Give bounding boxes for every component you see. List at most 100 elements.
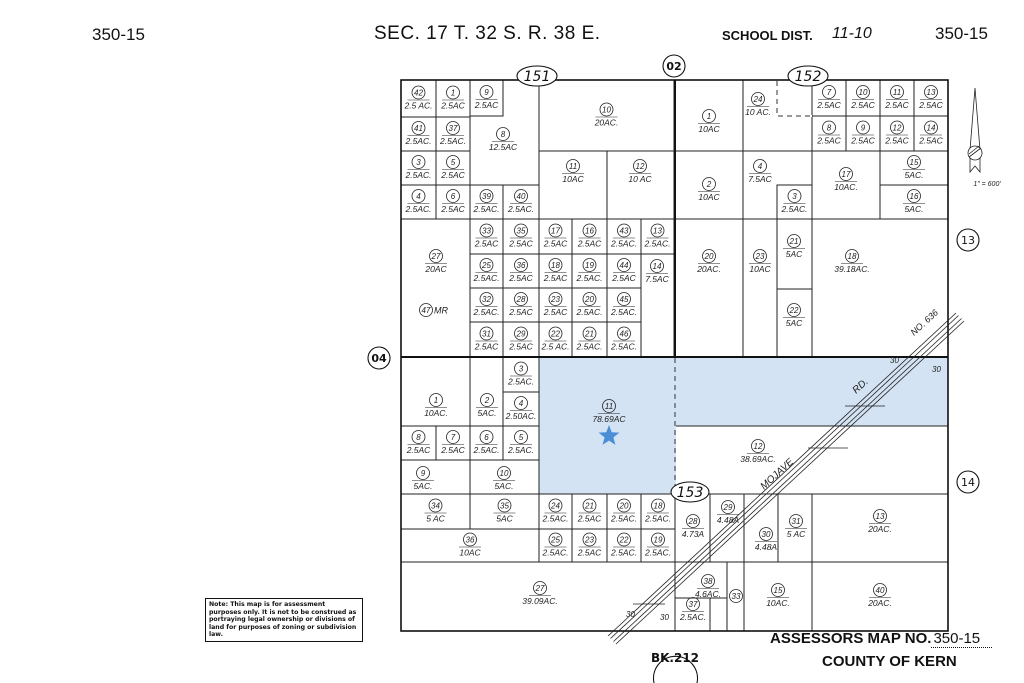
parcel-9-label[interactable]: 92.5AC bbox=[850, 120, 876, 146]
map-04-marker[interactable]: 04 bbox=[367, 346, 391, 370]
map-13-marker[interactable]: 13 bbox=[956, 228, 980, 252]
parcel-37-label[interactable]: 372.5AC. bbox=[679, 597, 706, 623]
parcel-44-label[interactable]: 442.5AC bbox=[611, 258, 637, 284]
parcel-3-label[interactable]: 32.5AC. bbox=[507, 361, 534, 387]
parcel-21-label[interactable]: 212.5AC. bbox=[576, 326, 603, 352]
parcel-1-label[interactable]: 12.5AC bbox=[440, 85, 466, 111]
parcel-39-label[interactable]: 392.5AC. bbox=[473, 189, 500, 215]
parcel-6-label[interactable]: 62.5AC. bbox=[473, 430, 500, 456]
parcel-8-label[interactable]: 82.5AC bbox=[406, 430, 431, 456]
parcel-36-label[interactable]: 362.5AC bbox=[508, 258, 534, 284]
parcel-9-label[interactable]: 92.5AC bbox=[474, 85, 499, 111]
parcel-16-label[interactable]: 162.5AC bbox=[577, 223, 602, 249]
parcel-40-label[interactable]: 402.5AC. bbox=[507, 189, 534, 215]
parcel-22-label[interactable]: 222.5AC. bbox=[610, 532, 637, 558]
book-153-marker[interactable]: 153 bbox=[670, 481, 710, 503]
parcel-38-label[interactable]: 384.6AC. bbox=[695, 574, 721, 600]
parcel-25-label[interactable]: 252.5AC. bbox=[473, 258, 500, 284]
parcel-33-label[interactable]: 332.5AC bbox=[474, 223, 499, 249]
parcel-42-label[interactable]: 422.5 AC. bbox=[403, 85, 433, 111]
parcel-18-label[interactable]: 182.5AC. bbox=[644, 498, 671, 524]
parcel-20-label[interactable]: 202.5AC. bbox=[576, 292, 603, 318]
parcel-8-label[interactable]: 812.5AC bbox=[489, 127, 518, 153]
parcel-13-label[interactable]: 132.5AC bbox=[918, 85, 944, 111]
parcel-31-label[interactable]: 312.5AC bbox=[474, 326, 499, 352]
parcel-4-label[interactable]: 42.5AC. bbox=[405, 189, 432, 215]
parcel-8-label[interactable]: 82.5AC bbox=[816, 120, 842, 146]
parcel-17-label[interactable]: 172.5AC bbox=[543, 223, 568, 249]
parcel-14-label[interactable]: 142.5AC bbox=[918, 120, 944, 146]
parcel-30-label[interactable]: 304.48A bbox=[755, 527, 778, 553]
parcel-19-label[interactable]: 192.5AC. bbox=[576, 258, 603, 284]
parcel-23-label[interactable]: 232.5AC bbox=[577, 532, 602, 558]
parcel-4-label[interactable]: 42.50AC. bbox=[505, 396, 537, 422]
parcel-5-label[interactable]: 52.5AC bbox=[440, 155, 466, 181]
parcel-33-label[interactable]: 33 bbox=[729, 589, 743, 603]
parcel-5-label[interactable]: 52.5AC. bbox=[507, 430, 534, 456]
parcel-43-label[interactable]: 432.5AC. bbox=[610, 223, 637, 249]
parcel-20-label[interactable]: 202.5AC. bbox=[610, 498, 637, 524]
parcel-24-label[interactable]: 242.5AC. bbox=[542, 498, 569, 524]
parcel-32-label[interactable]: 322.5AC. bbox=[473, 292, 500, 318]
parcel-29-label[interactable]: 294.48A bbox=[717, 500, 740, 526]
parcel-18-label[interactable]: 182.5AC bbox=[543, 258, 568, 284]
parcel-7-label[interactable]: 72.5AC bbox=[440, 430, 466, 456]
parcel-19-label[interactable]: 192.5AC. bbox=[644, 532, 671, 558]
book-151-marker[interactable]: 151 bbox=[516, 65, 558, 87]
parcel-6-label[interactable]: 62.5AC bbox=[440, 189, 466, 215]
parcel-31-label[interactable]: 315 AC bbox=[785, 514, 807, 540]
parcel-13-label[interactable]: 132.5AC. bbox=[644, 223, 671, 249]
parcel-29-label[interactable]: 292.5AC bbox=[508, 326, 534, 352]
parcel-34-label[interactable]: 345 AC bbox=[424, 498, 447, 524]
parcel-11-label[interactable]: 112.5AC bbox=[884, 85, 910, 111]
parcel-25-label[interactable]: 252.5AC. bbox=[542, 532, 569, 558]
parcel-3-label[interactable]: 32.5AC. bbox=[781, 189, 808, 215]
parcel-28-label[interactable]: 284.73A bbox=[682, 514, 705, 540]
parcel-14-label[interactable]: 147.5AC bbox=[645, 259, 670, 285]
parcel-12-label[interactable]: 122.5AC bbox=[884, 120, 910, 146]
book-ref-label[interactable]: BK.212 bbox=[651, 651, 699, 665]
parcel-37-label[interactable]: 372.5AC. bbox=[439, 121, 466, 147]
parcel-45-label[interactable]: 452.5AC. bbox=[610, 292, 637, 318]
book-152-marker[interactable]: 152 bbox=[787, 65, 829, 87]
parcel-22-label[interactable]: 222.5 AC. bbox=[540, 326, 570, 352]
parcel-21-label[interactable]: 212.5AC bbox=[577, 498, 602, 524]
parcel-28-label[interactable]: 282.5AC bbox=[508, 292, 534, 318]
map-02-marker[interactable]: 02 bbox=[662, 54, 686, 78]
parcel-23-label[interactable]: 232.5AC bbox=[543, 292, 568, 318]
map-14-marker[interactable]: 14 bbox=[956, 470, 980, 494]
parcel-35-label[interactable]: 352.5AC bbox=[508, 223, 534, 249]
parcel-3-label[interactable]: 32.5AC. bbox=[405, 155, 432, 181]
parcel-4-label[interactable]: 47.5AC bbox=[748, 159, 773, 185]
parcel-10-label[interactable]: 102.5AC bbox=[850, 85, 876, 111]
parcel-7-label[interactable]: 72.5AC bbox=[816, 85, 842, 111]
